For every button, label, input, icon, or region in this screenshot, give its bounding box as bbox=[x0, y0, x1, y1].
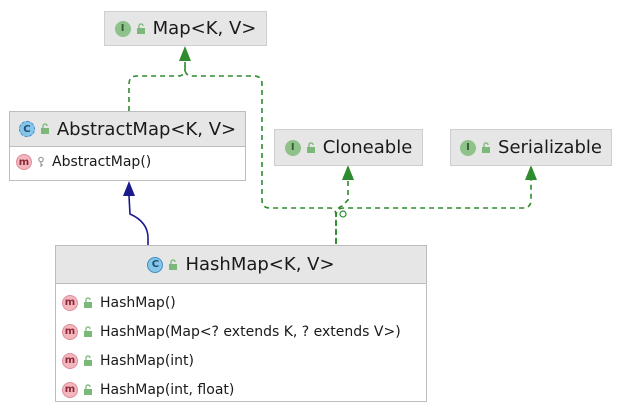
method-icon: m bbox=[16, 154, 32, 170]
method-icon: m bbox=[62, 352, 78, 369]
map-interface-node[interactable]: I Map<K, V> bbox=[104, 11, 267, 46]
interface-icon: I bbox=[460, 139, 477, 156]
arrowhead-to-serializable bbox=[525, 165, 537, 180]
public-lock-icon bbox=[169, 258, 178, 270]
node-title: AbstractMap<K, V> bbox=[56, 118, 237, 140]
arrowhead-to-abstractmap bbox=[123, 181, 135, 196]
public-lock-icon bbox=[84, 325, 92, 337]
arrowhead-to-cloneable bbox=[342, 165, 354, 180]
node-title: Cloneable bbox=[322, 137, 413, 158]
package-private-key-icon bbox=[38, 156, 44, 167]
member-row[interactable]: m HashMap() bbox=[56, 288, 426, 317]
member-label: HashMap(int, float) bbox=[100, 381, 235, 398]
public-lock-icon bbox=[84, 296, 92, 308]
cloneable-interface-header: I Cloneable bbox=[275, 130, 422, 165]
public-lock-icon bbox=[84, 354, 92, 366]
edge-junction bbox=[339, 210, 347, 218]
method-icon: m bbox=[62, 294, 78, 311]
edge-hashmap-implements-serializable bbox=[335, 180, 532, 244]
member-row[interactable]: m HashMap(int) bbox=[56, 346, 426, 375]
class-icon: C bbox=[147, 256, 164, 273]
member-label: HashMap(Map<? extends K, ? extends V>) bbox=[100, 323, 401, 340]
serializable-interface-header: I Serializable bbox=[451, 130, 611, 165]
cloneable-interface-node[interactable]: I Cloneable bbox=[274, 129, 423, 166]
member-label: AbstractMap() bbox=[52, 154, 152, 170]
serializable-interface-node[interactable]: I Serializable bbox=[450, 129, 612, 166]
method-icon: m bbox=[62, 323, 78, 340]
edge-hashmap-extends-abstractmap bbox=[128, 195, 149, 245]
public-lock-icon bbox=[40, 123, 49, 134]
public-lock-icon bbox=[306, 141, 315, 153]
abstract-class-icon: C bbox=[18, 121, 35, 137]
member-row[interactable]: m HashMap(int, float) bbox=[56, 375, 426, 404]
method-icon: m bbox=[62, 381, 78, 398]
interface-icon: I bbox=[114, 20, 131, 37]
node-title: HashMap<K, V> bbox=[185, 254, 335, 275]
interface-icon: I bbox=[284, 139, 301, 156]
node-title: Map<K, V> bbox=[152, 18, 257, 39]
hashmap-class-header: C HashMap<K, V> bbox=[56, 246, 426, 284]
abstractmap-class-header: C AbstractMap<K, V> bbox=[10, 112, 245, 147]
map-interface-header: I Map<K, V> bbox=[105, 12, 266, 45]
hashmap-members: m HashMap() m HashMap(Map<? extends K, ?… bbox=[56, 284, 426, 406]
abstractmap-class-node[interactable]: C AbstractMap<K, V> m AbstractMap() bbox=[9, 111, 246, 181]
member-label: HashMap(int) bbox=[100, 352, 194, 369]
public-lock-icon bbox=[84, 383, 92, 395]
member-row[interactable]: m AbstractMap() bbox=[10, 147, 245, 177]
public-lock-icon bbox=[482, 141, 491, 153]
public-lock-icon bbox=[136, 22, 145, 34]
member-label: HashMap() bbox=[100, 294, 176, 311]
edge-abstractmap-implements-map bbox=[128, 62, 186, 111]
node-title: Serializable bbox=[498, 137, 602, 158]
arrowhead-to-map bbox=[179, 46, 191, 61]
edge-hashmap-implements-cloneable bbox=[335, 180, 349, 244]
hashmap-class-node[interactable]: C HashMap<K, V> m HashMap() m HashMap(Ma… bbox=[55, 245, 427, 402]
abstractmap-members: m AbstractMap() bbox=[10, 147, 245, 179]
member-row[interactable]: m HashMap(Map<? extends K, ? extends V>) bbox=[56, 317, 426, 346]
